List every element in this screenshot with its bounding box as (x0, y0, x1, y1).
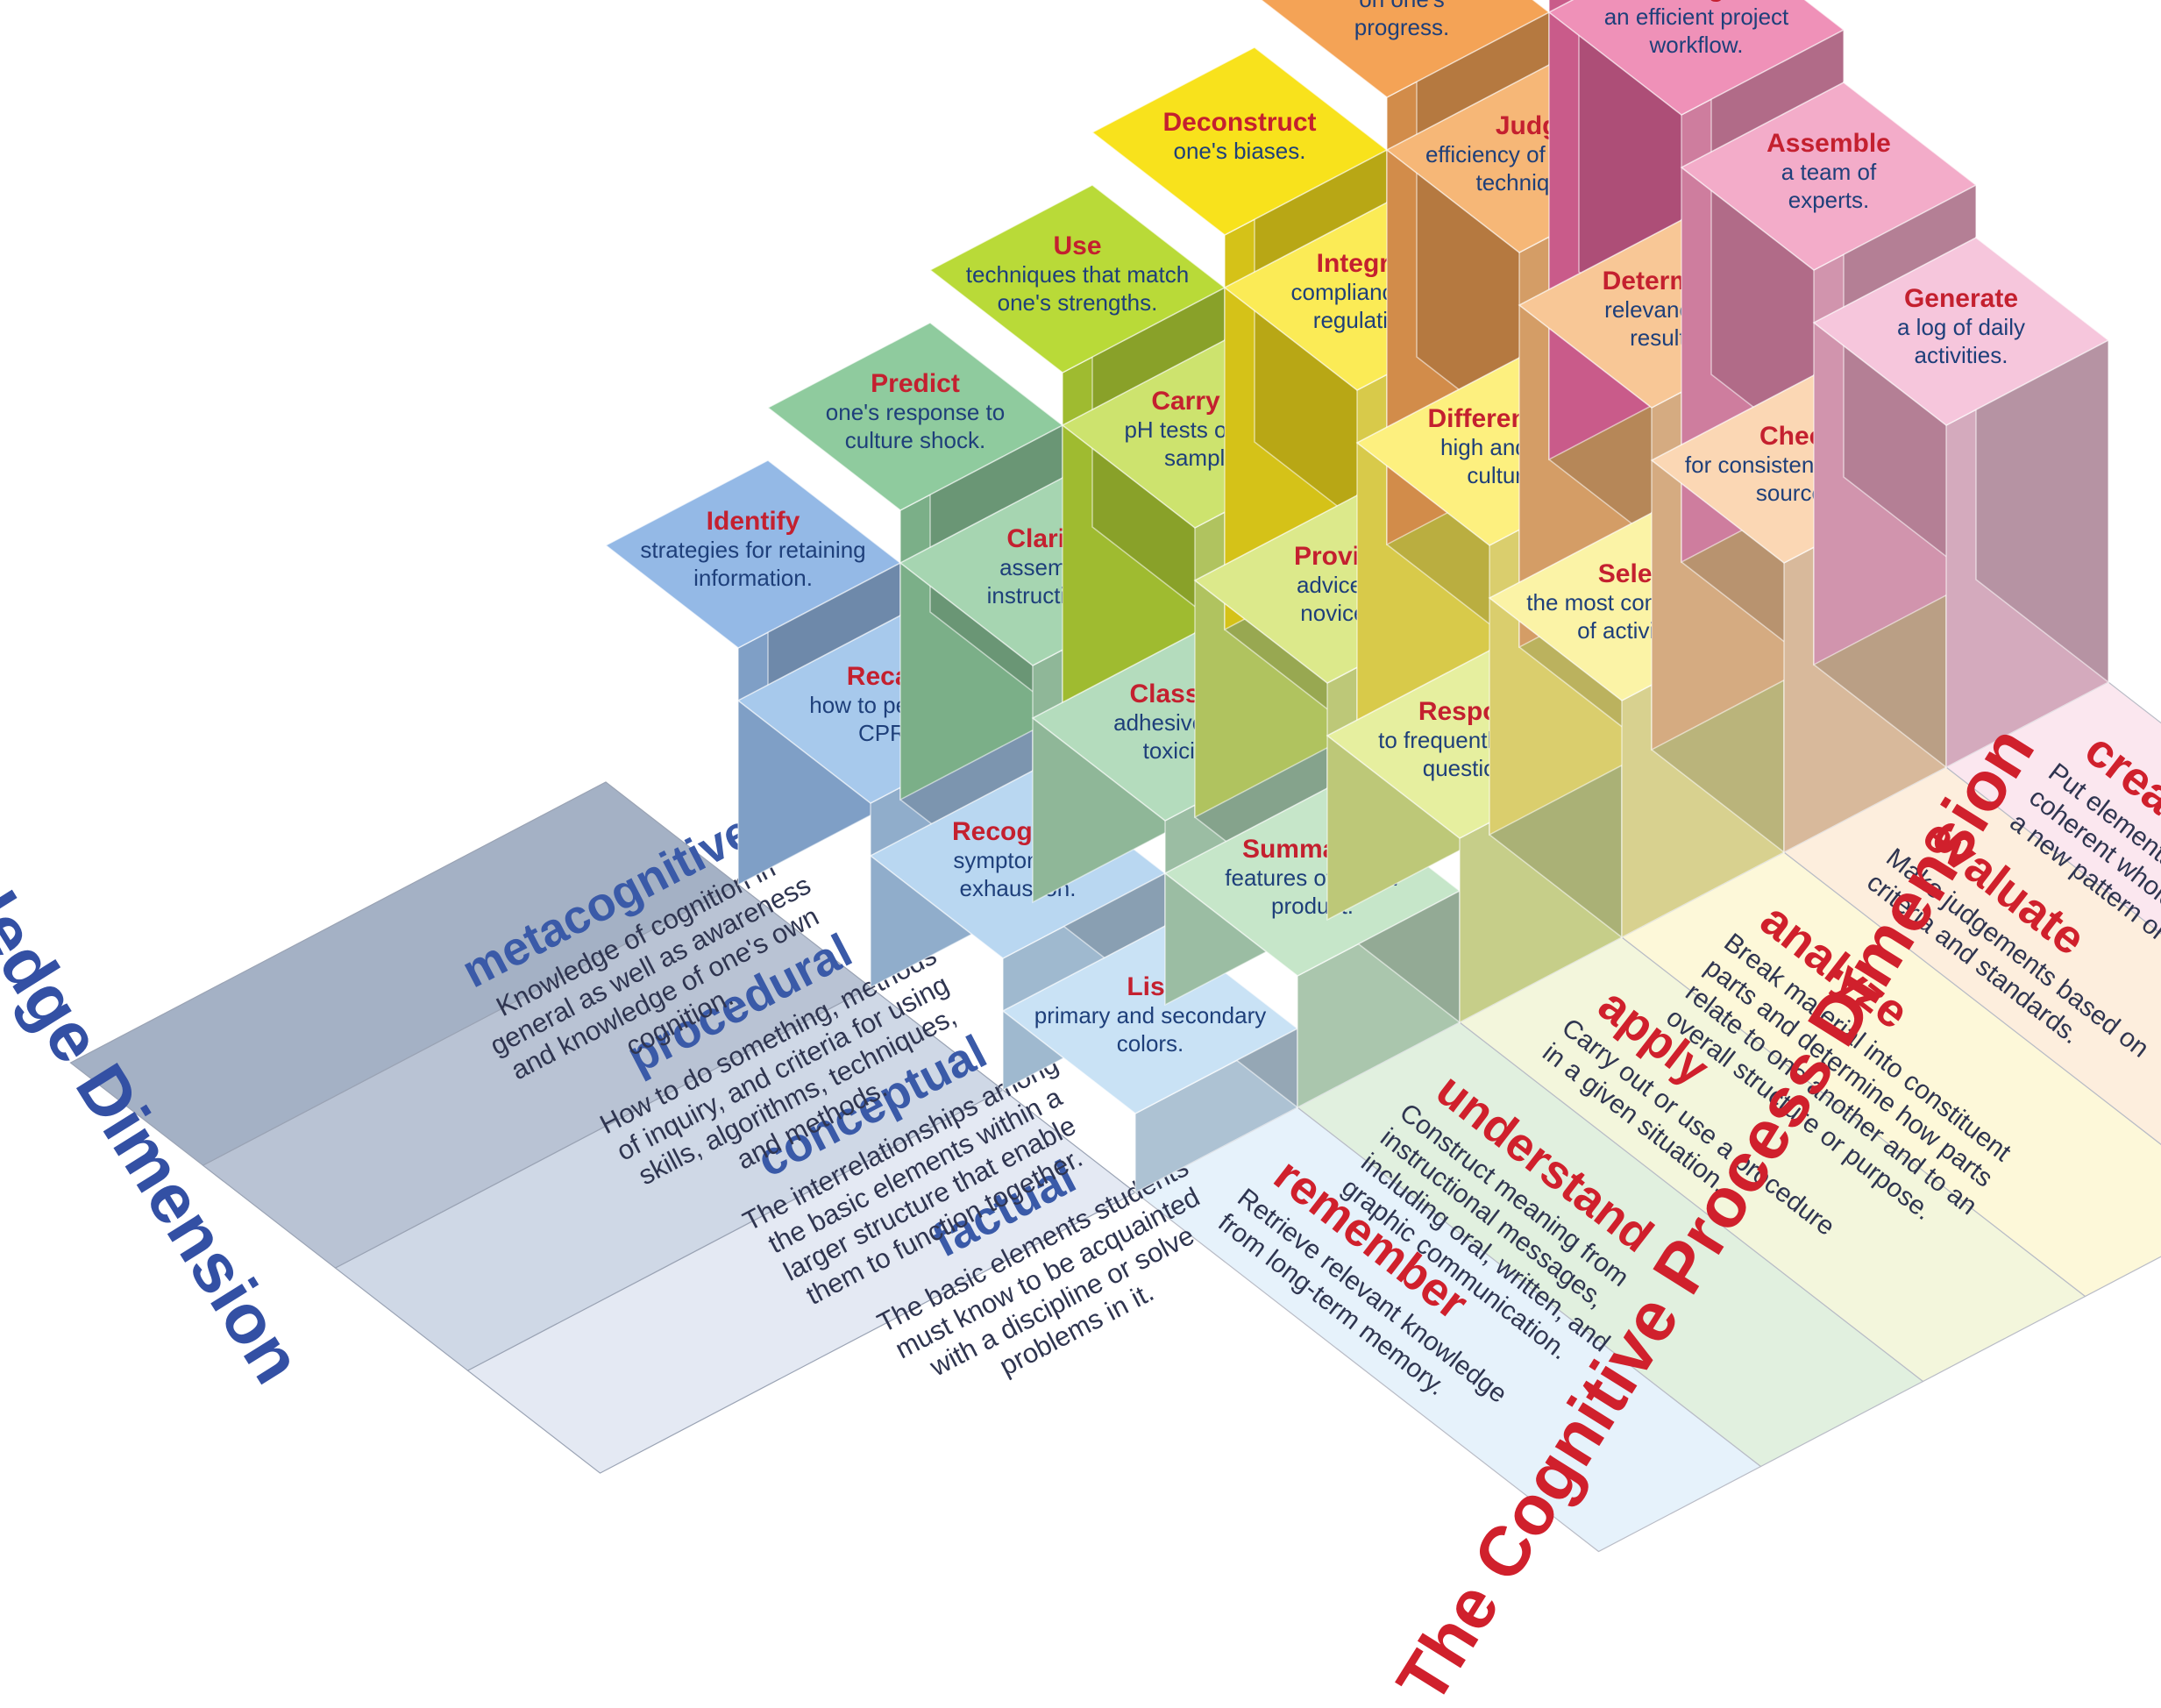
cell-description: one's strengths. (998, 289, 1158, 316)
cell-verb: Use (1053, 231, 1101, 260)
cell-top-face (766, 322, 1064, 511)
cell-top-face (1260, 0, 1551, 98)
cell-verb: Design (1653, 0, 1740, 3)
cell-description: experts. (1788, 187, 1870, 213)
cell-description: on one's (1359, 0, 1445, 12)
cell-top-face (928, 184, 1226, 374)
cell-description: a log of daily (1897, 314, 2025, 340)
cell-description: one's biases. (1174, 138, 1306, 164)
cell-top-face (1091, 46, 1389, 236)
cell-description: a team of (1781, 159, 1877, 185)
knowledge-strip (69, 781, 740, 1166)
cell-top-face (1812, 237, 2110, 426)
cell-verb: Predict (871, 369, 960, 398)
cell-description: progress. (1354, 14, 1449, 40)
cell-description: an efficient project (1604, 4, 1789, 30)
cell-description: strategies for retaining (640, 537, 865, 563)
cell-verb: Assemble (1766, 129, 1891, 158)
cell-top-face (604, 459, 902, 649)
cell-description: colors. (1117, 1030, 1184, 1057)
cell-verb: Generate (1904, 284, 2018, 313)
cell-verb: Identify (707, 507, 800, 536)
cell-description: one's response to (826, 399, 1005, 425)
cell-top-face (1547, 0, 1845, 116)
cell-description: workflow. (1649, 32, 1744, 58)
cell-top-face (1680, 82, 1978, 271)
cell-description: information. (693, 565, 813, 591)
cell-description: activities. (1915, 342, 2008, 368)
cell-verb: Deconstruct (1162, 108, 1316, 137)
cell-description: primary and secondary (1034, 1002, 1266, 1028)
cell-description: culture shock. (845, 427, 985, 453)
cell-description: techniques that match (966, 261, 1189, 288)
